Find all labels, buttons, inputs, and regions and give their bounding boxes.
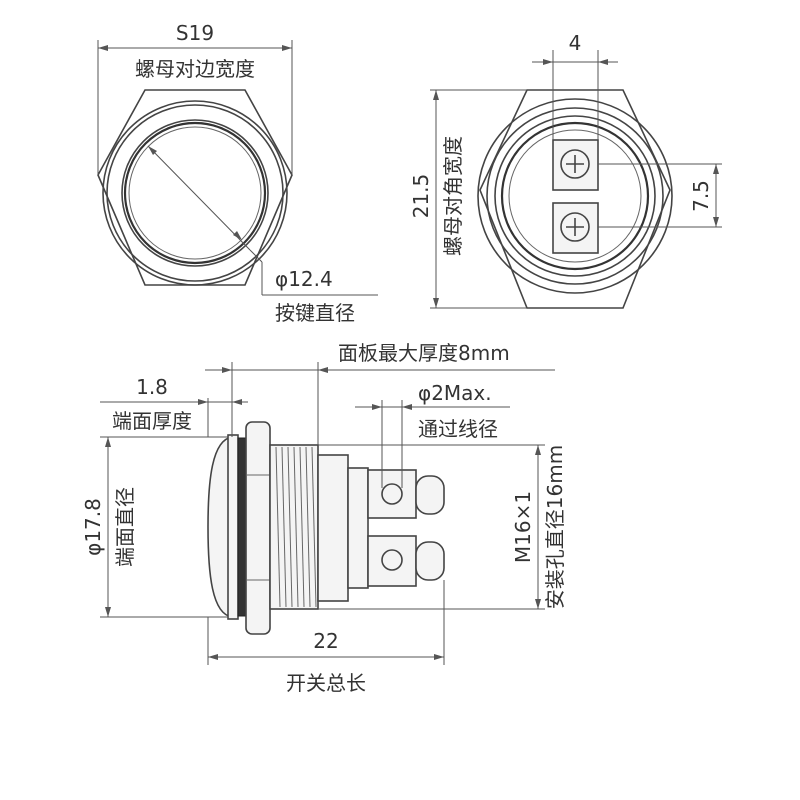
thread-value: M16×1 (511, 491, 535, 563)
back-ring-mid (486, 107, 664, 285)
side-rear-collar (317, 454, 349, 602)
dim215-arrow-top (433, 90, 439, 100)
thread-line (311, 446, 317, 608)
back-ring-outer (477, 98, 673, 294)
side-screw-head-bottom (415, 541, 445, 581)
wire-arrow-left (372, 404, 382, 410)
button-diameter-leader-a (249, 249, 263, 263)
head-thickness-label: 端面厚度 (112, 409, 192, 433)
front-button (123, 121, 267, 265)
thread-line (281, 446, 287, 608)
s19-arrow-left (98, 45, 108, 51)
thread-line (287, 446, 293, 608)
side-base-block (347, 467, 369, 589)
dim75-arrow-bottom (713, 217, 719, 227)
dim215-arrow-bottom (433, 298, 439, 308)
button-diameter-arrow-b (233, 231, 242, 240)
side-dome-head (207, 436, 233, 618)
head-diameter-label: 端面直径 (113, 487, 137, 567)
dim4-value: 4 (569, 31, 582, 55)
side-o-ring (237, 437, 247, 617)
back-hex-nut (479, 89, 671, 309)
wire-diameter-label: 通过线径 (418, 417, 498, 441)
side-terminal-top (367, 469, 417, 519)
s19-label: 螺母对边宽度 (135, 57, 255, 81)
dim75-value: 7.5 (689, 180, 713, 212)
back-screw-bottom (560, 212, 590, 242)
thread-arrow-top (535, 445, 541, 455)
front-bezel-ring (106, 104, 284, 282)
front-button-edge (128, 126, 262, 260)
dim4-arrow-left (543, 59, 553, 65)
side-head-flange (227, 434, 239, 620)
s19-value: S19 (176, 21, 214, 45)
head-arrow-right (232, 399, 242, 405)
total-length-value: 22 (313, 629, 338, 653)
button-diameter-arrow-a (148, 146, 157, 155)
total-length-label: 开关总长 (286, 671, 366, 695)
panel-label: 面板最大厚度8mm (338, 341, 510, 365)
side-threaded-body (269, 444, 319, 610)
head-thickness-value: 1.8 (136, 375, 168, 399)
front-view: S19 螺母对边宽度 φ12.4 按键直径 (97, 21, 378, 325)
button-diameter-value: φ12.4 (275, 267, 333, 291)
wire-arrow-right (402, 404, 412, 410)
panel-arrow-left (222, 367, 232, 373)
back-body-inner (508, 129, 642, 263)
headdia-arrow-bottom (105, 607, 111, 617)
dim215-value: 21.5 (409, 174, 433, 219)
panel-arrow-right (318, 367, 328, 373)
thread-line (293, 446, 299, 608)
mount-hole-label: 安装孔直径16mm (543, 445, 567, 609)
dim215-label: 螺母对角宽度 (441, 136, 465, 256)
thread-line (275, 446, 281, 608)
dim75-arrow-top (713, 164, 719, 174)
thread-arrow-bottom (535, 599, 541, 609)
wire-diameter-value: φ2Max. (418, 381, 492, 405)
length-arrow-left (208, 654, 218, 660)
front-bezel-outer (102, 100, 288, 286)
back-ring-inner (494, 115, 656, 277)
length-arrow-right (434, 654, 444, 660)
headdia-arrow-top (105, 437, 111, 447)
side-terminal-top-hole (381, 483, 403, 505)
thread-line (305, 446, 311, 608)
s19-arrow-right (282, 45, 292, 51)
button-diameter-label: 按键直径 (275, 301, 355, 325)
button-diameter-line (147, 145, 251, 251)
head-diameter-value: φ17.8 (81, 498, 105, 556)
side-terminal-bottom (367, 535, 417, 587)
thread-line (299, 446, 305, 608)
side-thread-lines (275, 446, 317, 608)
front-bezel-inner (121, 119, 269, 267)
side-screw-head-top (415, 475, 445, 515)
back-body (500, 121, 650, 271)
side-terminal-bottom-hole (381, 549, 403, 571)
dim4-arrow-right (598, 59, 608, 65)
back-screw-top (560, 149, 590, 179)
side-nut (245, 421, 271, 635)
back-view: 4 21.5 螺母对角宽度 7.5 (409, 31, 722, 309)
head-arrow-left (198, 399, 208, 405)
side-view: 面板最大厚度8mm 1.8 端面厚度 φ2Max. 通过线径 φ17.8 端面直… (81, 341, 567, 695)
